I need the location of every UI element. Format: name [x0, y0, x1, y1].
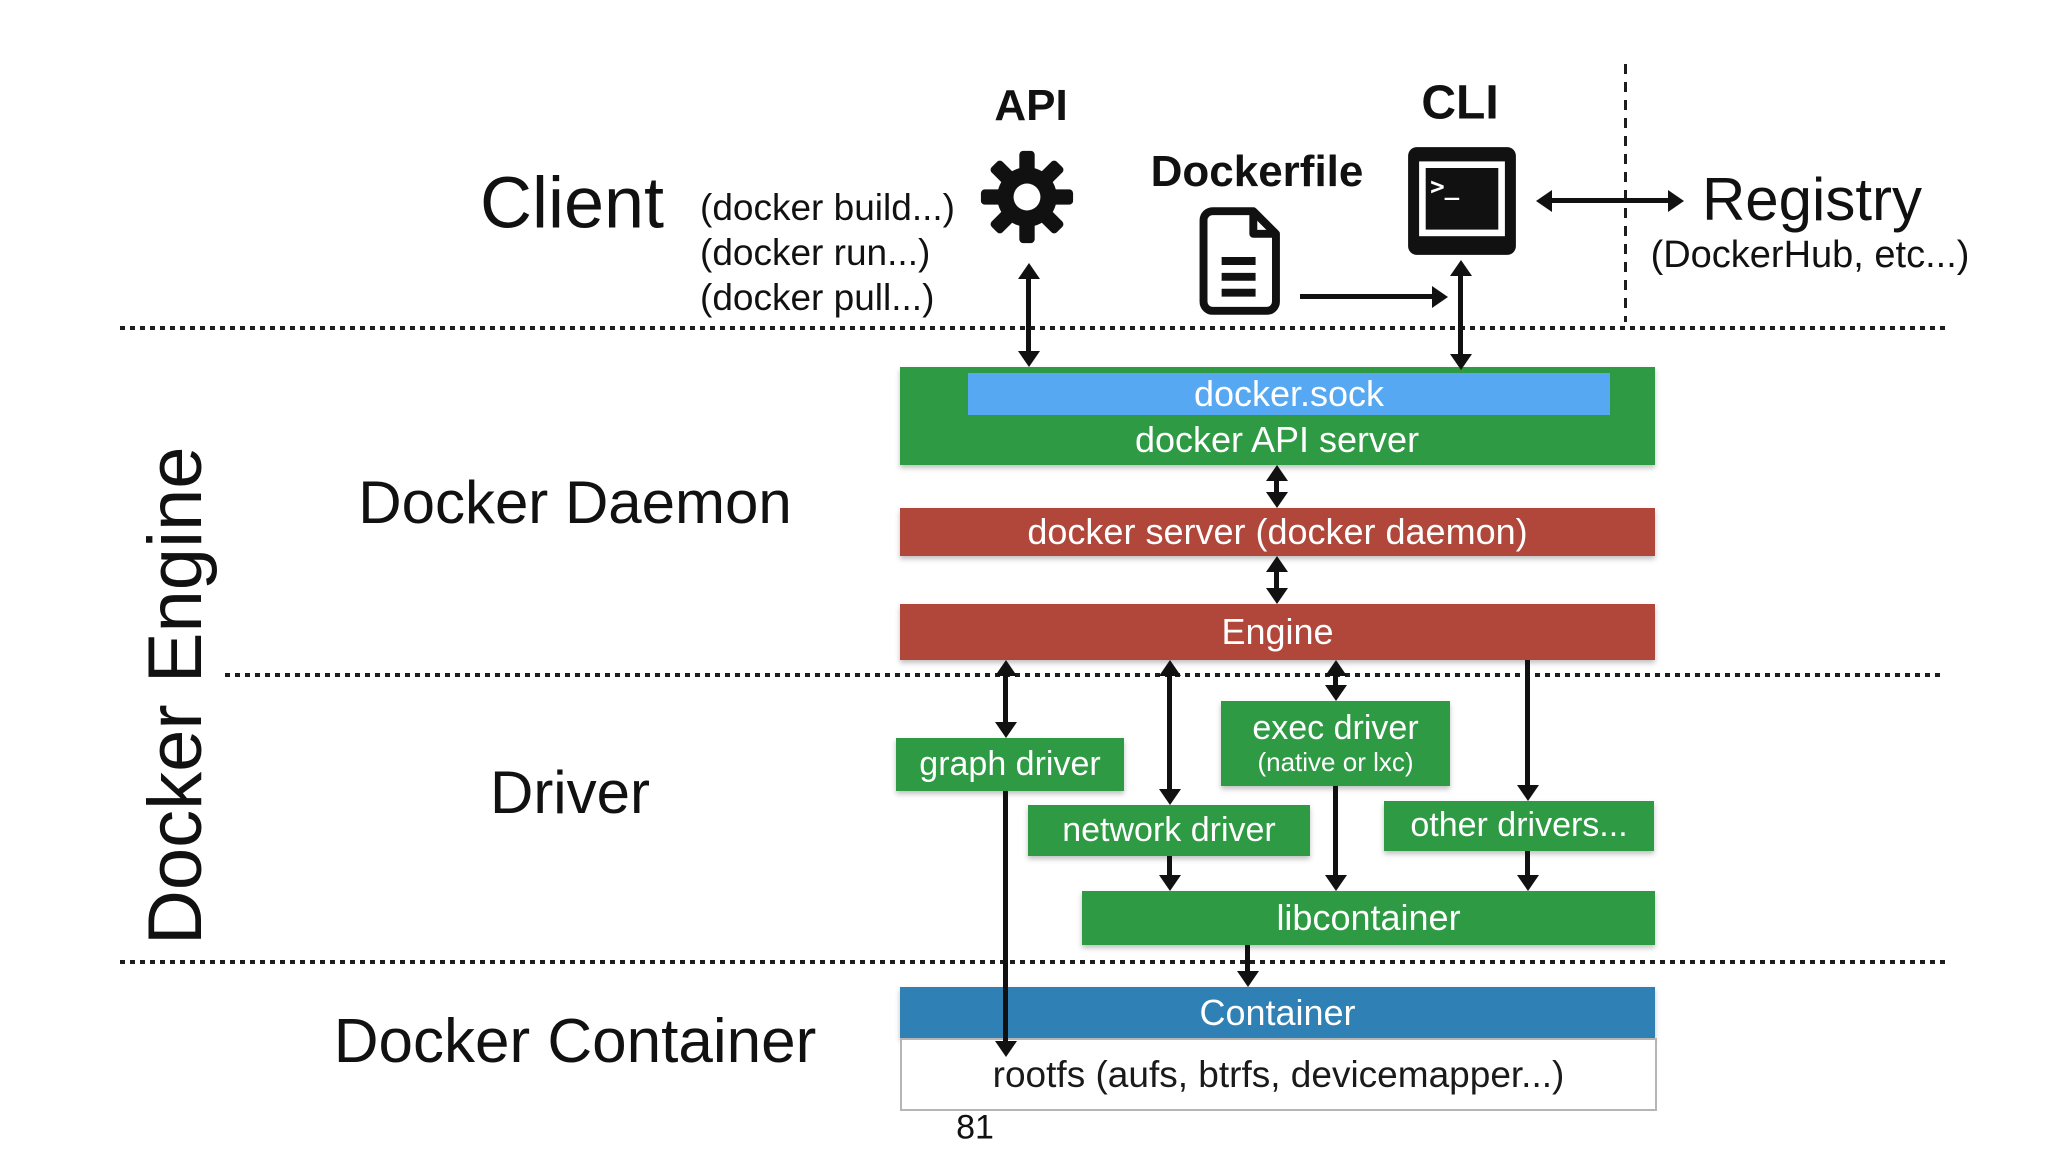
api-to-daemon-arrow	[1026, 277, 1031, 353]
daemon-driver-divider	[225, 673, 1945, 677]
rootfs-label: rootfs (aufs, btrfs, devicemapper...)	[992, 1053, 1565, 1095]
daemon-section-label: Docker Daemon	[358, 469, 792, 536]
other-drivers-box: other drivers...	[1384, 801, 1654, 851]
network-to-libcontainer-arrow	[1167, 856, 1172, 877]
terminal-icon: >_	[1406, 146, 1518, 261]
command-line: (docker build...)	[700, 187, 955, 228]
cli-to-daemon-arrow	[1458, 274, 1463, 356]
graph-to-rootfs-arrow	[1003, 791, 1008, 1043]
other-to-libcontainer-arrow	[1525, 851, 1530, 877]
libcontainer-to-container-arrow	[1245, 945, 1250, 973]
daemon-engine-arrow	[1274, 570, 1279, 590]
command-line: (docker run...)	[700, 232, 931, 273]
container-section-label: Docker Container	[333, 1006, 817, 1076]
exec-driver-box: exec driver (native or lxc)	[1221, 701, 1450, 786]
cli-registry-arrow	[1550, 198, 1670, 203]
registry-sublabel: (DockerHub, etc...)	[1650, 234, 1970, 277]
api-server-daemon-arrow	[1274, 479, 1279, 494]
libcontainer-label: libcontainer	[1276, 897, 1461, 939]
engine-exec-arrow	[1333, 674, 1338, 687]
other-drivers-label: other drivers...	[1410, 806, 1628, 845]
engine-other-arrow	[1525, 660, 1530, 787]
engine-label: Engine	[1221, 611, 1334, 653]
libcontainer-box: libcontainer	[1082, 891, 1655, 945]
graph-driver-box: graph driver	[896, 738, 1124, 791]
container-bar-label: Container	[1199, 991, 1356, 1033]
engine-vertical-label: Docker Engine	[133, 446, 218, 946]
command-line: (docker pull...)	[700, 277, 935, 318]
document-icon	[1199, 206, 1285, 321]
engine-graph-arrow	[1003, 674, 1008, 724]
api-label: API	[994, 80, 1068, 130]
rootfs-box: rootfs (aufs, btrfs, devicemapper...)	[900, 1038, 1657, 1111]
engine-network-arrow	[1167, 674, 1172, 791]
client-label: Client	[479, 163, 665, 244]
gear-icon	[979, 149, 1075, 250]
container-box: Container	[900, 987, 1655, 1038]
network-driver-box: network driver	[1028, 805, 1310, 856]
page-number: 81	[956, 1108, 994, 1147]
exec-driver-sublabel: (native or lxc)	[1257, 747, 1414, 778]
cli-label: CLI	[1421, 76, 1499, 130]
engine-box: Engine	[900, 604, 1655, 660]
graph-driver-label: graph driver	[919, 744, 1101, 783]
registry-label: Registry	[1701, 166, 1923, 233]
exec-driver-label: exec driver	[1252, 709, 1419, 747]
registry-divider	[1624, 64, 1627, 322]
dockerfile-label: Dockerfile	[1150, 146, 1364, 196]
client-engine-divider	[120, 326, 1945, 330]
exec-to-libcontainer-arrow	[1333, 786, 1338, 877]
docker-api-server-label: docker API server	[1134, 419, 1420, 461]
docker-sock-label: docker.sock	[1193, 373, 1385, 415]
client-commands: (docker build...) (docker run...) (docke…	[700, 185, 955, 320]
docker-sock-box: docker.sock	[968, 373, 1610, 415]
driver-section-label: Driver	[490, 759, 650, 826]
dockerfile-to-cli-arrow	[1300, 294, 1434, 299]
svg-text:>_: >_	[1430, 172, 1460, 200]
network-driver-label: network driver	[1062, 810, 1276, 849]
docker-server-box: docker server (docker daemon)	[900, 508, 1655, 556]
docker-server-label: docker server (docker daemon)	[1027, 511, 1528, 553]
driver-container-divider	[120, 960, 1945, 964]
